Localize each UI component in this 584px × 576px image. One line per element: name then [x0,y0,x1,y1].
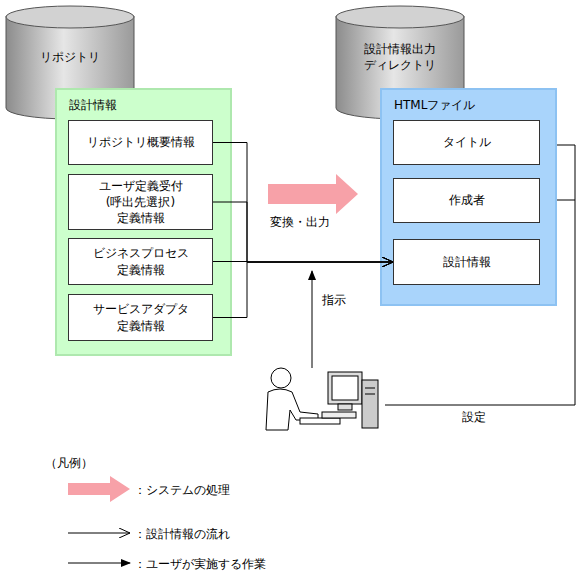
box-label: ユーザ定義受付 (呼出先選択) 定義情報 [85,178,197,227]
legend-work-sample [68,563,130,564]
monitor [328,372,362,404]
flow-connector [213,261,393,263]
group-heading: 設計情報 [69,97,117,113]
legend-title: （凡例） [45,455,93,471]
flow-connector [213,202,393,262]
monitor-screen [332,376,358,400]
info-box: ユーザ定義受付 (呼出先選択) 定義情報 [68,174,213,230]
cylinder-top [336,6,464,28]
flow-connector [213,143,393,263]
user-head [271,368,291,388]
flow-connector [213,262,393,318]
box-label: 作成者 [411,192,523,208]
process-arrow [268,174,358,214]
legend-text: ：設計情報の流れ [134,526,230,542]
field-box: タイトル [393,120,540,165]
storage-label: 設計情報出力 ディレクトリ [358,41,442,73]
info-box: リポジトリ概要情報 [68,120,213,165]
cylinder-top [6,6,134,28]
box-label: リポジトリ概要情報 [85,134,197,150]
legend-swatch [68,476,130,502]
box-label: タイトル [411,134,523,150]
group-box: HTMLファイルタイトル作成者設計情報 [380,88,557,306]
tower-detail [365,394,375,395]
arrow-label: 指示 [322,292,346,308]
text-holder: リポジトリ [5,49,135,65]
user-body [266,389,318,430]
box-label: 設計情報 [411,254,523,270]
arrow-label: 変換・出力 [270,214,330,230]
computer-tower [362,380,378,428]
instruction-arrow [312,271,313,368]
group-box: 設計情報リポジトリ概要情報ユーザ定義受付 (呼出先選択) 定義情報ビジネスプロセ… [55,88,232,356]
box-label: サービスアダプタ 定義情報 [85,301,197,333]
desk [300,418,340,424]
field-box: 作成者 [393,178,540,223]
arrow-label: 設定 [462,409,486,425]
tower-detail [365,388,375,389]
box-label: ビジネスプロセス 定義情報 [85,245,197,277]
info-box: ビジネスプロセス 定義情報 [68,238,213,285]
group-heading: HTMLファイル [394,97,475,113]
keyboard [322,412,356,418]
legend-text: ：ユーザが実施する作業 [134,556,266,572]
text-holder: 設計情報出力 ディレクトリ [335,41,465,73]
user-illustration [266,368,378,430]
storage-label: リポジトリ [28,49,112,65]
info-box: サービスアダプタ 定義情報 [68,294,213,341]
field-box: 設計情報 [393,239,540,285]
monitor-stand [338,404,352,410]
cylinder-body [6,16,134,119]
legend-text: ：システムの処理 [134,482,230,498]
legend-flow-sample [68,533,130,534]
